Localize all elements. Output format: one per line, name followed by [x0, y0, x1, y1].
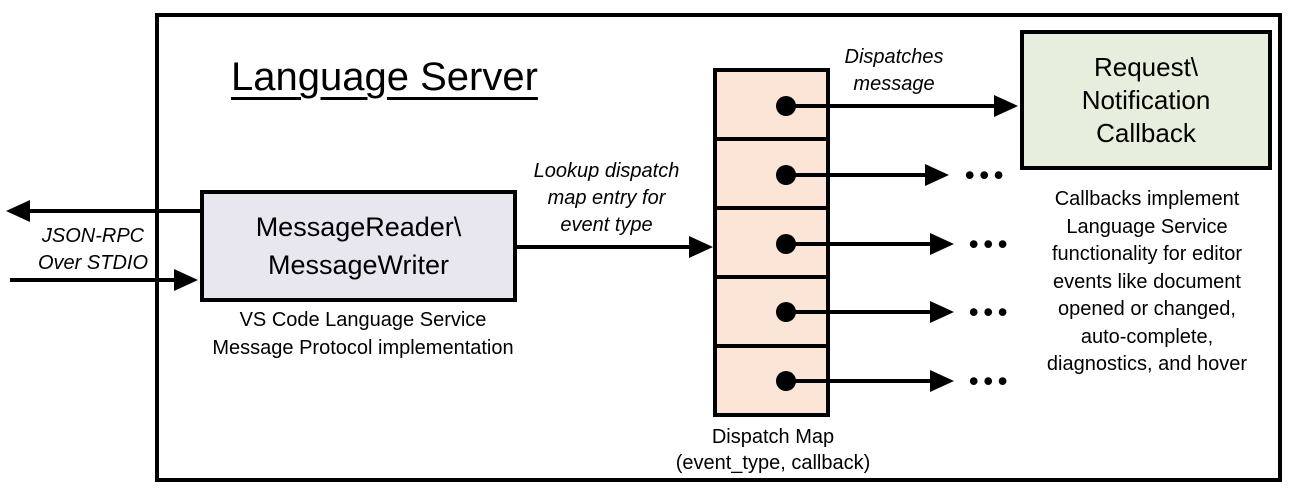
diagram-title: Language Server	[231, 55, 538, 99]
lookup-dispatch-label: Lookup dispatch map entry for event type	[533, 160, 680, 236]
ellipsis-icon: •••	[969, 229, 1013, 259]
request-notification-callback-box: Request\ Notification Callback	[1020, 30, 1272, 170]
language-server-boundary-box	[155, 13, 1282, 482]
json-rpc-stdio-label: JSON-RPC Over STDIO	[37, 225, 148, 274]
dispatch-map-cell	[717, 275, 826, 344]
dispatch-map-caption: Dispatch Map (event_type, callback)	[675, 426, 871, 474]
ellipsis-icon: •••	[969, 366, 1013, 396]
dispatch-map-cell	[717, 72, 826, 137]
dispatch-map-cell	[717, 344, 826, 413]
dispatches-message-label: Dispatches message	[844, 46, 944, 95]
dispatch-map-cell	[717, 137, 826, 206]
ellipsis-icon: •••	[969, 297, 1013, 327]
message-reader-writer-box: MessageReader\ MessageWriter	[200, 190, 517, 302]
ellipsis-icon: •••	[965, 160, 1009, 190]
dispatch-map	[713, 68, 830, 417]
dispatch-map-cell	[717, 206, 826, 275]
callbacks-note-text: Callbacks implement Language Service fun…	[1046, 188, 1248, 375]
reader-box-caption: VS Code Language Service Message Protoco…	[212, 309, 514, 359]
